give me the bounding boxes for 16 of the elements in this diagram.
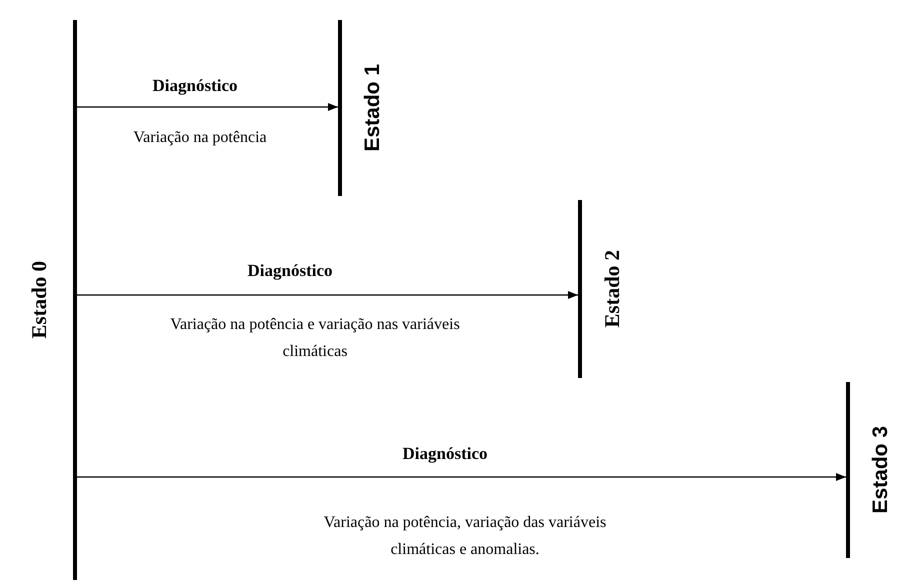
edge-label: Diagnóstico	[246, 261, 334, 281]
state-label: Estado 2	[602, 250, 622, 328]
description-text: Variação na potência	[132, 128, 268, 148]
edge-label: Diagnóstico	[150, 76, 240, 96]
edge-label: Diagnóstico	[400, 444, 490, 464]
state-bar	[578, 200, 618, 378]
arrow	[77, 291, 578, 299]
description-text: Variação na potência, variação das variáveis climáticas e anomalias.	[322, 513, 608, 560]
state-label: Estado 0	[28, 261, 50, 339]
description-text: Variação na potência e variação nas variáveis climáticas	[169, 315, 461, 362]
state-label: Estado 1	[362, 64, 382, 152]
arrow	[77, 473, 846, 481]
state-bar	[338, 20, 378, 196]
arrow	[77, 103, 338, 111]
state-bar	[846, 382, 886, 558]
state-label: Estado 3	[870, 426, 890, 514]
